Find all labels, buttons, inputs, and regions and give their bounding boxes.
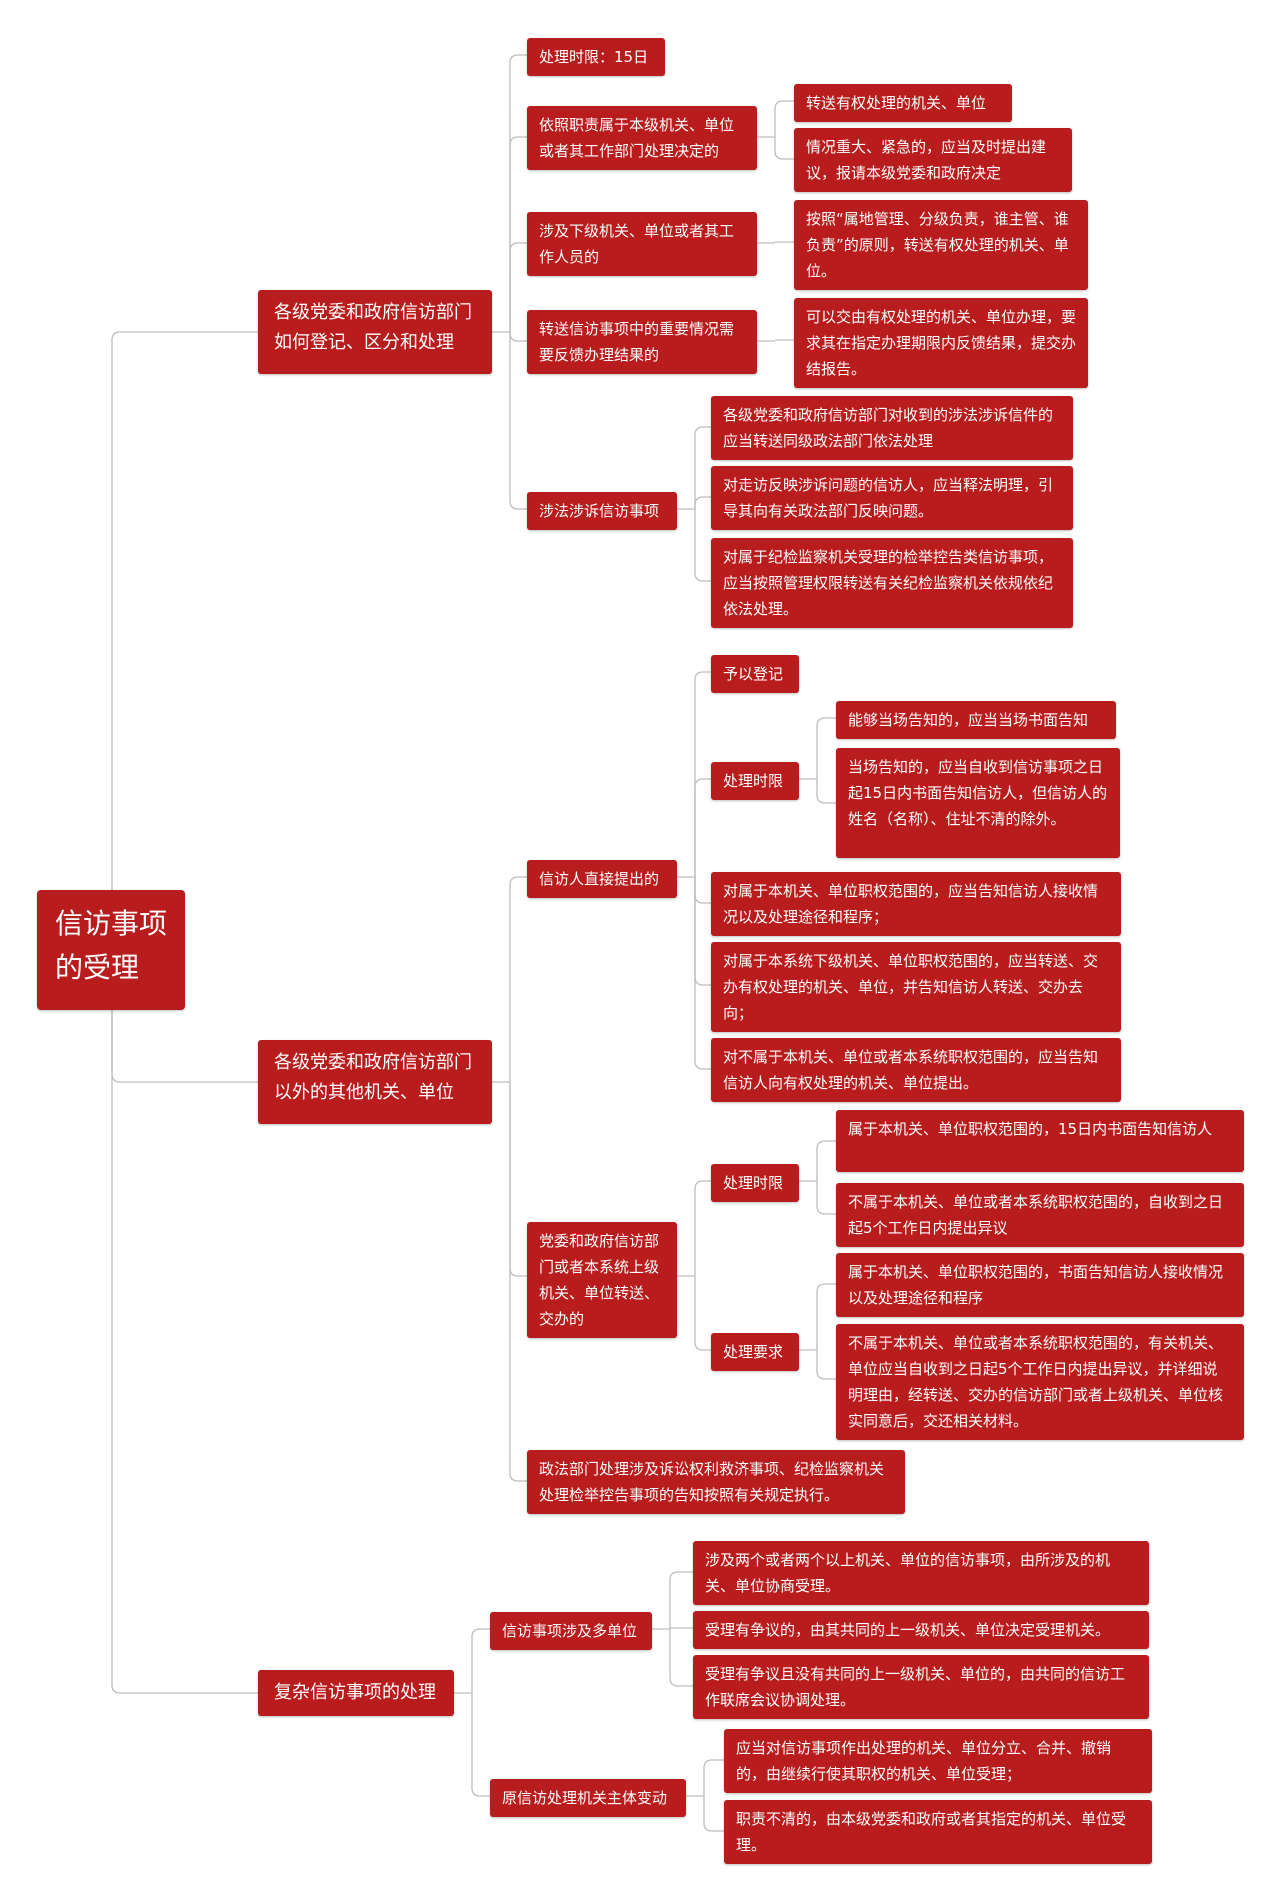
branch-topic[interactable]: 涉法涉诉信访事项 <box>527 492 677 530</box>
connector-line <box>509 876 527 1082</box>
leaf-topic[interactable]: 各级党委和政府信访部门对收到的涉法涉诉信件的应当转送同级政法部门依法处理 <box>711 396 1073 460</box>
connector-line <box>816 1350 836 1380</box>
connector-line <box>509 1082 527 1482</box>
connector-line <box>509 54 527 332</box>
root-topic[interactable]: 信访事项的受理 <box>37 890 185 1010</box>
branch-topic[interactable]: 涉及下级机关、单位或者其工作人员的 <box>527 212 757 276</box>
leaf-topic[interactable]: 政法部门处理涉及诉讼权利救济事项、纪检监察机关处理检举控告事项的告知按照有关规定… <box>527 1450 905 1514</box>
connector-line <box>694 877 711 986</box>
leaf-topic[interactable]: 受理有争议的，由其共同的上一级机关、单位决定受理机关。 <box>693 1611 1149 1649</box>
connector-line <box>669 1571 693 1629</box>
branch-topic[interactable]: 处理时限 <box>711 762 799 800</box>
leaf-topic[interactable]: 属于本机关、单位职权范围的，15日内书面告知信访人 <box>836 1110 1244 1172</box>
leaf-topic[interactable]: 情况重大、紧急的，应当及时提出建议，报请本级党委和政府决定 <box>794 128 1072 192</box>
leaf-topic[interactable]: 处理时限：15日 <box>527 38 665 76</box>
connector-line <box>694 778 711 877</box>
leaf-topic[interactable]: 属于本机关、单位职权范围的，书面告知信访人接收情况以及处理途径和程序 <box>836 1253 1244 1317</box>
branch-topic[interactable]: 信访人直接提出的 <box>527 860 677 898</box>
connector-line <box>694 426 711 509</box>
branch-topic[interactable]: 依照职责属于本级机关、单位或者其工作部门处理决定的 <box>527 106 757 170</box>
connector-line <box>816 1181 836 1215</box>
leaf-topic[interactable]: 应当对信访事项作出处理的机关、单位分立、合并、撤销的，由继续行使其职权的机关、单… <box>724 1729 1152 1793</box>
leaf-topic[interactable]: 予以登记 <box>711 655 799 693</box>
leaf-topic[interactable]: 职责不清的，由本级党委和政府或者其指定的机关、单位受理。 <box>724 1800 1152 1864</box>
leaf-topic[interactable]: 对属于本系统下级机关、单位职权范围的，应当转送、交办有权处理的机关、单位，并告知… <box>711 942 1121 1032</box>
connector-line <box>111 950 258 1694</box>
connector-line <box>816 717 836 779</box>
branch-topic[interactable]: 转送信访事项中的重要情况需要反馈办理结果的 <box>527 310 757 374</box>
branch-topic[interactable]: 复杂信访事项的处理 <box>258 1670 454 1716</box>
connector-line <box>694 509 711 582</box>
connector-line <box>694 1180 711 1276</box>
leaf-topic[interactable]: 按照“属地管理、分级负责，谁主管、谁负责”的原则，转送有权处理的机关、单位。 <box>794 200 1088 290</box>
connector-line <box>816 1140 836 1181</box>
connector-line <box>816 1283 836 1350</box>
connector-line <box>669 1629 693 1687</box>
leaf-topic[interactable]: 不属于本机关、单位或者本系统职权范围的，自收到之日起5个工作日内提出异议 <box>836 1183 1244 1247</box>
leaf-topic[interactable]: 对属于纪检监察机关受理的检举控告类信访事项，应当按照管理权限转送有关纪检监察机关… <box>711 538 1073 628</box>
connector-line <box>694 877 711 904</box>
connector-line <box>703 1796 724 1832</box>
connector-line <box>471 1693 490 1797</box>
leaf-topic[interactable]: 对走访反映涉诉问题的信访人，应当释法明理，引导其向有关政法部门反映问题。 <box>711 466 1073 530</box>
connector-line <box>694 671 711 877</box>
leaf-topic[interactable]: 对不属于本机关、单位或者本系统职权范围的，应当告知信访人向有权处理的机关、单位提… <box>711 1038 1121 1102</box>
connector-line <box>111 331 258 950</box>
leaf-topic[interactable]: 可以交由有权处理的机关、单位办理，要求其在指定办理期限内反馈结果，提交办结报告。 <box>794 298 1088 388</box>
leaf-topic[interactable]: 转送有权处理的机关、单位 <box>794 84 1012 122</box>
branch-topic[interactable]: 党委和政府信访部门或者本系统上级机关、单位转送、交办的 <box>527 1222 677 1338</box>
leaf-topic[interactable]: 对属于本机关、单位职权范围的，应当告知信访人接收情况以及处理途径和程序； <box>711 872 1121 936</box>
connector-line <box>509 242 527 332</box>
connector-line <box>774 100 794 137</box>
leaf-topic[interactable]: 能够当场告知的，应当当场书面告知 <box>836 701 1116 739</box>
connector-line <box>509 1082 527 1277</box>
connector-line <box>509 332 527 510</box>
connector-line <box>509 136 527 332</box>
branch-topic[interactable]: 各级党委和政府信访部门以外的其他机关、单位 <box>258 1040 492 1124</box>
connector-line <box>509 332 527 342</box>
leaf-topic[interactable]: 受理有争议且没有共同的上一级机关、单位的，由共同的信访工作联席会议协调处理。 <box>693 1655 1149 1719</box>
leaf-topic[interactable]: 当场告知的，应当自收到信访事项之日起15日内书面告知信访人，但信访人的姓名（名称… <box>836 748 1120 858</box>
connector-line <box>816 779 836 804</box>
connector-line <box>694 877 711 1070</box>
leaf-topic[interactable]: 不属于本机关、单位或者本系统职权范围的，有关机关、单位应当自收到之日起5个工作日… <box>836 1324 1244 1440</box>
connector-line <box>703 1759 724 1796</box>
connector-line <box>694 1276 711 1351</box>
connector-line <box>774 137 794 160</box>
branch-topic[interactable]: 处理时限 <box>711 1164 799 1202</box>
connector-line <box>471 1628 490 1693</box>
branch-topic[interactable]: 原信访处理机关主体变动 <box>490 1779 686 1817</box>
branch-topic[interactable]: 各级党委和政府信访部门如何登记、区分和处理 <box>258 290 492 374</box>
branch-topic[interactable]: 信访事项涉及多单位 <box>490 1612 652 1650</box>
branch-topic[interactable]: 处理要求 <box>711 1333 799 1371</box>
connector-line <box>694 496 711 509</box>
leaf-topic[interactable]: 涉及两个或者两个以上机关、单位的信访事项，由所涉及的机关、单位协商受理。 <box>693 1541 1149 1605</box>
